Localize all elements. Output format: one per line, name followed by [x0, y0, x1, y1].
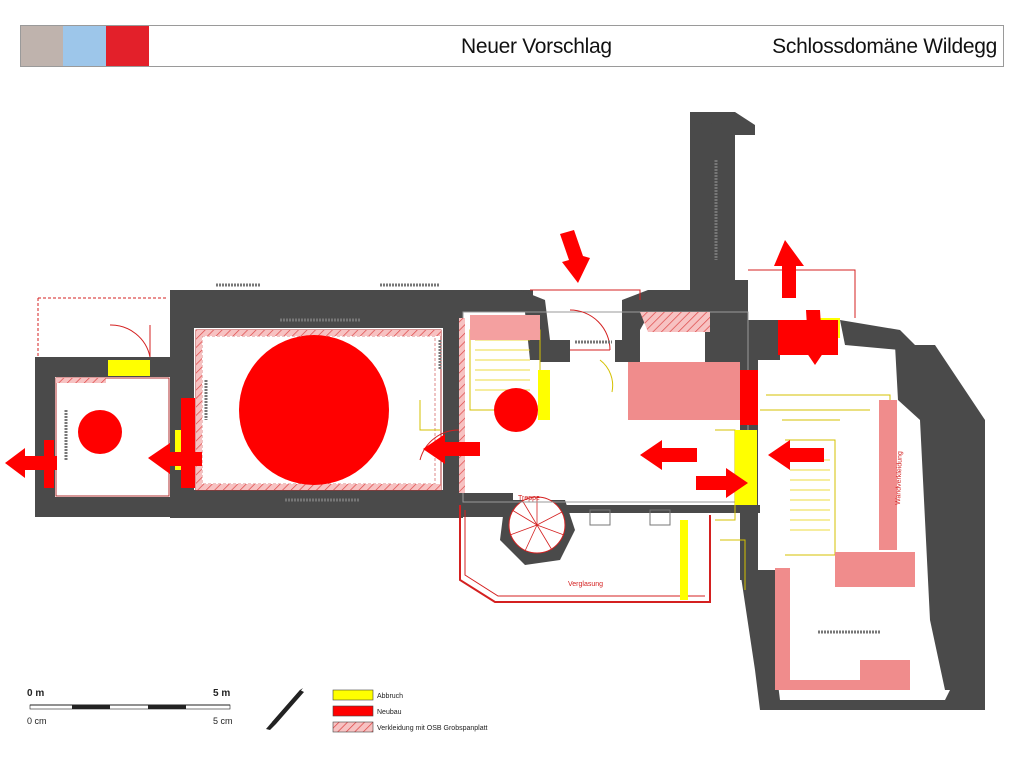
- color-swatch-light-blue: [63, 26, 106, 66]
- arrow-down-2: [800, 310, 830, 365]
- new-build-large-round: [239, 335, 389, 485]
- legend-swatch-demolition: [332, 689, 374, 701]
- arrow-left-4: [640, 440, 697, 470]
- arrow-down-1: [560, 230, 590, 283]
- project-name: Schlossdomäne Wildegg: [772, 35, 997, 58]
- scale-label-0cm: 0 cm: [27, 716, 47, 726]
- scale-label-0m: 0 m: [27, 688, 44, 699]
- legend: Abbruch Neubau Verkleidung mit OSB Grobs…: [332, 689, 488, 733]
- arrow-left-3: [423, 434, 480, 464]
- legend-label-new-build: Neubau: [377, 709, 402, 716]
- legend-label-demolition: Abbruch: [377, 693, 403, 700]
- scale-label-5m: 5 m: [213, 688, 230, 699]
- color-swatch-taupe: [21, 26, 63, 66]
- arrow-left-5: [768, 440, 824, 470]
- arrow-left-1: [5, 448, 57, 478]
- stair-label: Treppe: [518, 495, 540, 502]
- cladding-areas: [56, 312, 710, 493]
- color-swatch-red: [106, 26, 149, 66]
- new-build-small-round-middle: [494, 388, 538, 432]
- legend-swatch-cladding: [332, 721, 374, 733]
- cladding-solid: [628, 362, 915, 690]
- spiral-stair: [500, 496, 575, 565]
- legend-swatch-new-build: [332, 705, 374, 717]
- scale-label-5cm: 5 cm: [213, 716, 233, 726]
- new-build-small-round-left: [78, 410, 122, 454]
- glazing-label: Verglasung: [568, 581, 603, 588]
- title-bar: Neuer Vorschlag Schlossdomäne Wildegg: [20, 25, 1004, 67]
- slide-title: Neuer Vorschlag: [461, 35, 612, 58]
- arrow-right-1: [696, 468, 748, 498]
- north-arrow-icon: [266, 688, 304, 730]
- direction-arrows: [5, 230, 830, 498]
- arrow-up-1: [774, 240, 804, 298]
- legend-label-cladding: Verkleidung mit OSB Grobspanplatt: [377, 725, 488, 732]
- stair-marks: [470, 315, 540, 340]
- scale-bar: 0 m 5 m 0 cm 5 cm: [27, 688, 233, 726]
- wall-cladding-label: Wandverkleidung: [895, 451, 904, 505]
- arrow-left-2: [148, 443, 202, 474]
